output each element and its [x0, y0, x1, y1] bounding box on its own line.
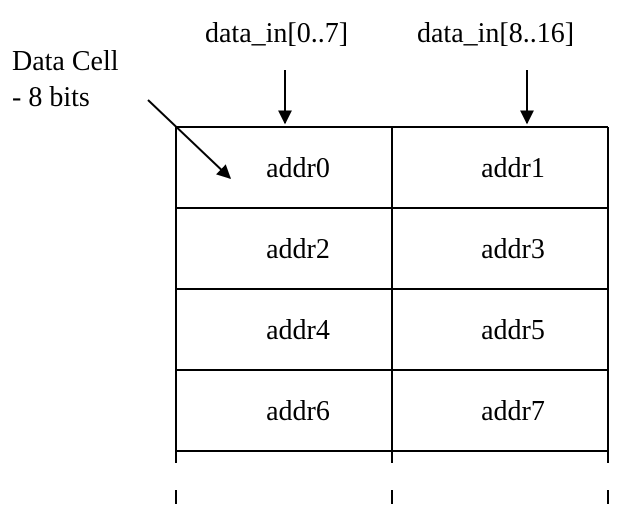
cell-addr1: addr1 [481, 153, 545, 184]
callout-label-line1: Data Cell [12, 46, 119, 77]
input-label-left: data_in[0..7] [205, 18, 348, 49]
callout-label-line2: - 8 bits [12, 82, 90, 113]
memory-grid [175, 126, 609, 504]
cell-addr4: addr4 [266, 315, 330, 346]
cell-addr6: addr6 [266, 396, 330, 427]
cell-addr0: addr0 [266, 153, 330, 184]
cell-addr5: addr5 [481, 315, 545, 346]
cell-addr2: addr2 [266, 234, 330, 265]
cell-addr3: addr3 [481, 234, 545, 265]
input-label-right: data_in[8..16] [417, 18, 574, 49]
callout-arrow [147, 99, 232, 179]
cell-addr7: addr7 [481, 396, 545, 427]
